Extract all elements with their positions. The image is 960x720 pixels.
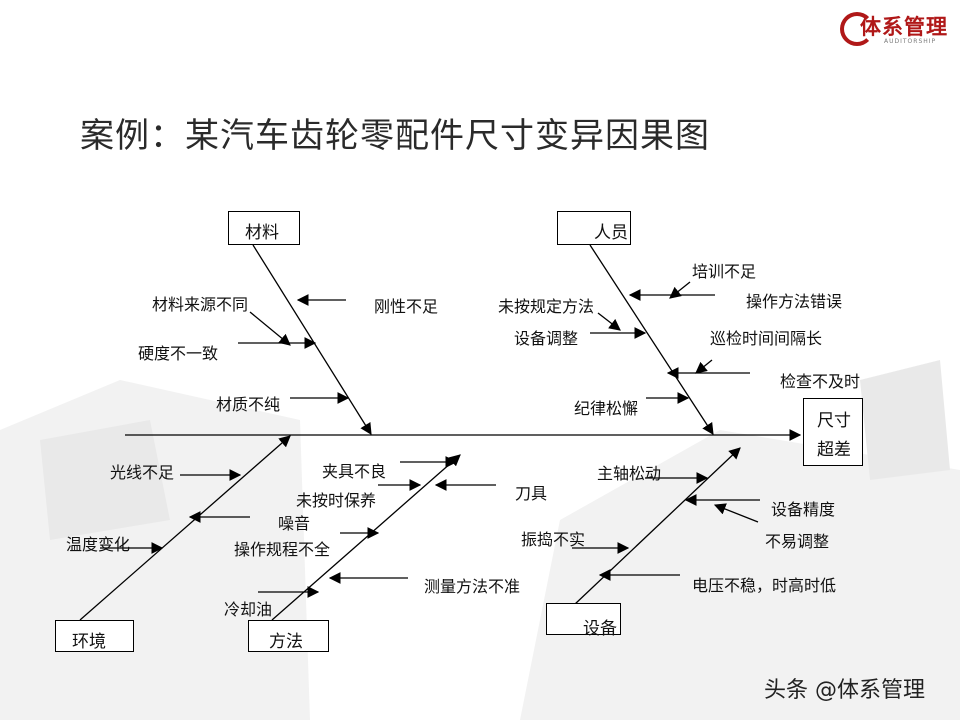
arrow-people-3 [597,312,621,331]
cause-method-6: 冷却油 [224,600,273,619]
cause-equip-5: 电压不稳，时高时低 [692,576,837,595]
cause-equip-2: 设备精度 [771,500,836,519]
cause-equip-3: 不易调整 [765,532,830,551]
category-label-people: 人员 [594,223,628,243]
cause-material-1: 材料来源不同 [152,295,249,314]
watermark-text: 头条 @体系管理 [764,678,925,703]
cause-env-2: 温度变化 [66,535,131,554]
cause-people-2: 操作方法错误 [746,292,843,311]
category-box-method: 方法 [248,620,329,652]
page-title: 案例：某汽车齿轮零配件尺寸变异因果图 [80,116,710,156]
cause-equip-1: 主轴松动 [597,464,662,483]
decor-shape-left-inner [40,420,170,540]
category-label-environment: 环境 [72,632,106,652]
category-label-equipment: 设备 [583,619,617,639]
cause-material-2: 刚性不足 [374,297,439,316]
category-box-material: 材料 [228,211,300,245]
cause-method-2: 未按时保养 [296,491,377,510]
cause-people-6: 检查不及时 [780,372,861,391]
bone-people [589,244,714,435]
logo-ring-icon [840,12,874,46]
brand-logo: 体系管理 AUDITORSHIP [836,6,956,52]
arrow-people-5 [695,359,713,374]
cause-people-5: 巡检时间间隔长 [710,329,823,348]
cause-method-3: 刀具 [515,484,548,503]
arrow-equip-3 [713,503,759,523]
arrow-material-2 [249,311,291,346]
cause-people-7: 纪律松懈 [574,399,639,418]
cause-method-4: 操作规程不全 [234,540,331,559]
decor-shape-right-inner [860,360,950,480]
effect-box: 尺寸 超差 [803,398,863,466]
category-label-method: 方法 [269,632,303,652]
category-box-people: 人员 [557,211,631,245]
logo-subtitle: AUDITORSHIP [884,38,937,45]
bone-environment [79,435,291,621]
cause-method-5: 测量方法不准 [424,577,521,596]
cause-people-4: 设备调整 [514,329,579,348]
cause-env-3: 噪音 [278,514,311,533]
effect-line-2: 超差 [817,440,851,460]
cause-material-4: 材质不纯 [216,395,281,414]
effect-line-1: 尺寸 [817,411,851,431]
cause-material-3: 硬度不一致 [138,344,219,363]
logo-name: 体系管理 [860,15,948,39]
cause-people-3: 未按规定方法 [498,297,595,316]
cause-method-1: 夹具不良 [322,462,387,481]
category-label-material: 材料 [245,223,279,243]
cause-equip-4: 振捣不实 [521,530,586,549]
decor-shape-right [520,430,960,720]
category-box-environment: 环境 [55,620,134,652]
cause-env-1: 光线不足 [110,463,175,482]
cause-people-1: 培训不足 [692,262,757,281]
category-box-equipment: 设备 [546,603,621,639]
